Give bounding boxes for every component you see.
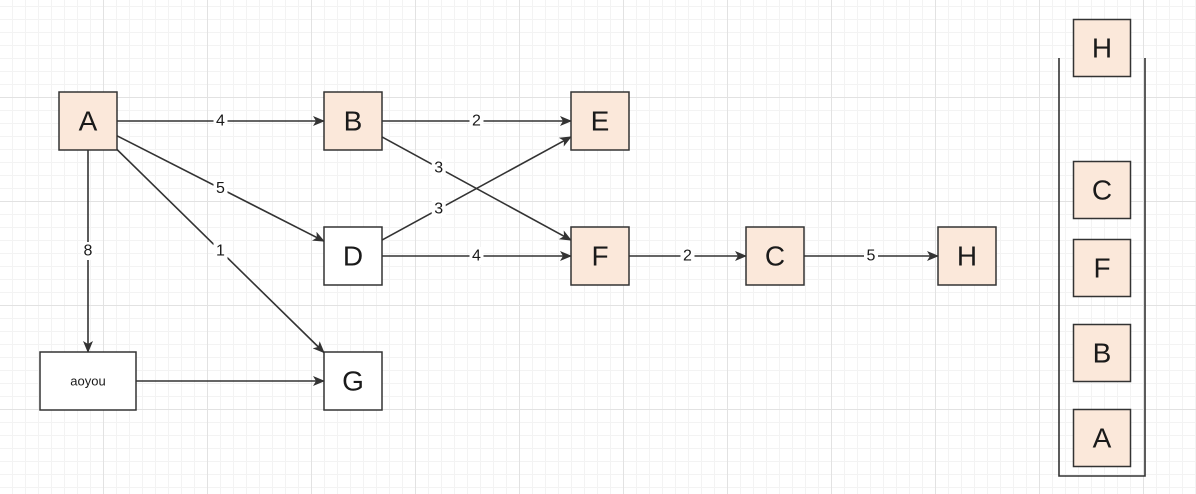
edge-weight-label: 2 xyxy=(683,248,692,265)
node-box xyxy=(745,226,805,286)
edge-weight-label: 2 xyxy=(472,113,481,130)
stack-item-a: A xyxy=(1072,408,1132,468)
node-box xyxy=(570,91,630,151)
stack-item-box xyxy=(1072,323,1132,383)
stack-item-b: B xyxy=(1072,323,1132,383)
edge-weight-label: 8 xyxy=(84,243,93,260)
node-label: E xyxy=(591,106,610,137)
node-a: A xyxy=(58,91,118,151)
edge-label-background xyxy=(469,112,484,130)
edges-layer: 4 5 1 8 2 3 3 4 2 5 xyxy=(81,112,939,386)
edge-weight-label: 5 xyxy=(216,180,225,197)
edge-label-background xyxy=(469,247,484,265)
edge-label-background xyxy=(213,112,228,130)
node-box xyxy=(570,226,630,286)
edge-D-F: 4 xyxy=(382,247,572,265)
stack-item-h: H xyxy=(1072,18,1132,78)
node-f: F xyxy=(570,226,630,286)
node-label: G xyxy=(342,366,364,397)
stack-item-label: C xyxy=(1092,175,1112,206)
edge-A-B: 4 xyxy=(117,112,325,130)
node-label: C xyxy=(765,241,785,272)
edge-A-G: 1 xyxy=(116,148,325,354)
node-box xyxy=(937,226,997,286)
node-g: G xyxy=(323,351,383,411)
edge-weight-label: 5 xyxy=(867,248,876,265)
stack-item-label: F xyxy=(1093,253,1110,284)
stack-item-label: A xyxy=(1093,423,1112,454)
stack-item-label: H xyxy=(1092,33,1112,64)
node-label: D xyxy=(343,241,363,272)
node-b: B xyxy=(323,91,383,151)
stack-container: H C F B A xyxy=(1058,18,1146,477)
edge-label-background xyxy=(680,247,695,265)
stack-item-box xyxy=(1072,160,1132,220)
node-aoyou: aoyou xyxy=(39,351,137,411)
edge-B-E: 2 xyxy=(382,112,572,130)
stack-item-f: F xyxy=(1072,238,1132,298)
edge-weight-label: 1 xyxy=(216,243,225,260)
node-c: C xyxy=(745,226,805,286)
stack-outline xyxy=(1058,58,1146,477)
node-h: H xyxy=(937,226,997,286)
edge-F-C: 2 xyxy=(629,247,747,265)
edge-weight-label: 3 xyxy=(434,201,443,218)
node-label: F xyxy=(591,241,608,272)
edge-A-aoyou: 8 xyxy=(81,150,95,353)
node-d: D xyxy=(323,226,383,286)
node-label: B xyxy=(344,106,363,137)
edge-weight-label: 3 xyxy=(434,159,443,176)
node-box xyxy=(58,91,118,151)
edge-A-D: 5 xyxy=(116,135,325,242)
node-box xyxy=(323,351,383,411)
stack-item-box xyxy=(1072,238,1132,298)
edge-label-background xyxy=(213,242,228,260)
node-label: A xyxy=(79,106,98,137)
edge-C-H: 5 xyxy=(804,247,939,265)
edge-label-background xyxy=(213,179,228,198)
node-box xyxy=(39,351,137,411)
edge-line xyxy=(381,136,572,241)
node-label: H xyxy=(957,241,977,272)
edge-label-background xyxy=(431,158,446,177)
stack-item-box xyxy=(1072,18,1132,78)
node-e: E xyxy=(570,91,630,151)
edge-D-E: 3 xyxy=(381,136,572,241)
stack-item-box xyxy=(1072,408,1132,468)
stack-item-c: C xyxy=(1072,160,1132,220)
edge-weight-label: 4 xyxy=(472,248,481,265)
edge-label-background xyxy=(81,242,95,260)
node-label: aoyou xyxy=(70,374,105,389)
stack-item-label: B xyxy=(1093,338,1112,369)
edge-weight-label: 4 xyxy=(216,113,225,130)
edge-label-background xyxy=(431,200,446,219)
node-box xyxy=(323,91,383,151)
node-box xyxy=(323,226,383,286)
edge-label-background xyxy=(864,247,878,265)
